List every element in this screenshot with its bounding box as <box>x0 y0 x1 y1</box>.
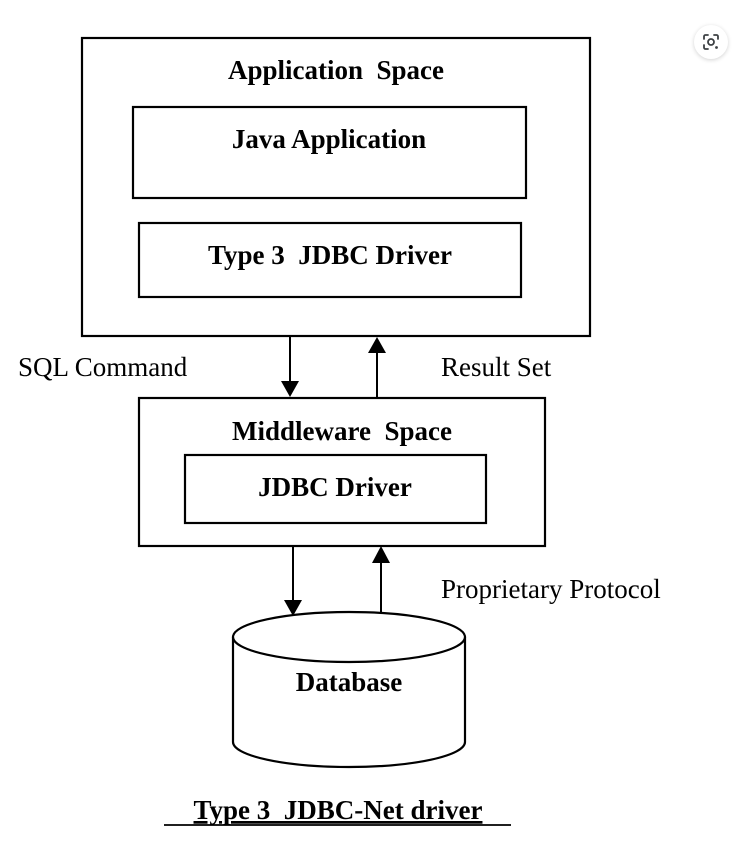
sql-command-arrow <box>281 336 299 397</box>
type3-jdbc-driver-label: Type 3 JDBC Driver <box>208 240 452 270</box>
middleware-space-title: Middleware Space <box>232 416 452 446</box>
jdbc-driver-box: JDBC Driver <box>183 453 488 525</box>
java-application-label: Java Application <box>232 124 426 154</box>
result-set-arrow <box>368 337 386 398</box>
jdbc-driver-label: JDBC Driver <box>258 472 412 502</box>
diagram-caption: Type 3 JDBC-Net driver <box>194 795 483 825</box>
visual-search-icon <box>703 34 719 50</box>
database-label: Database <box>296 667 403 697</box>
visual-search-button[interactable] <box>694 25 728 59</box>
proprietary-protocol-label: Proprietary Protocol <box>441 574 661 604</box>
java-application-box: Java Application <box>131 105 528 200</box>
sql-command-label: SQL Command <box>18 352 188 382</box>
application-space-title: Application Space <box>228 55 444 85</box>
middleware-space-box: Middleware Space JDBC Driver <box>137 396 547 548</box>
from-database-arrow <box>372 546 390 614</box>
database-cylinder: Database <box>231 610 467 769</box>
application-space-box: Application Space Java Application Type … <box>80 36 592 338</box>
to-database-arrow <box>284 546 302 616</box>
result-set-label: Result Set <box>441 352 552 382</box>
type3-jdbc-driver-box: Type 3 JDBC Driver <box>137 221 523 299</box>
